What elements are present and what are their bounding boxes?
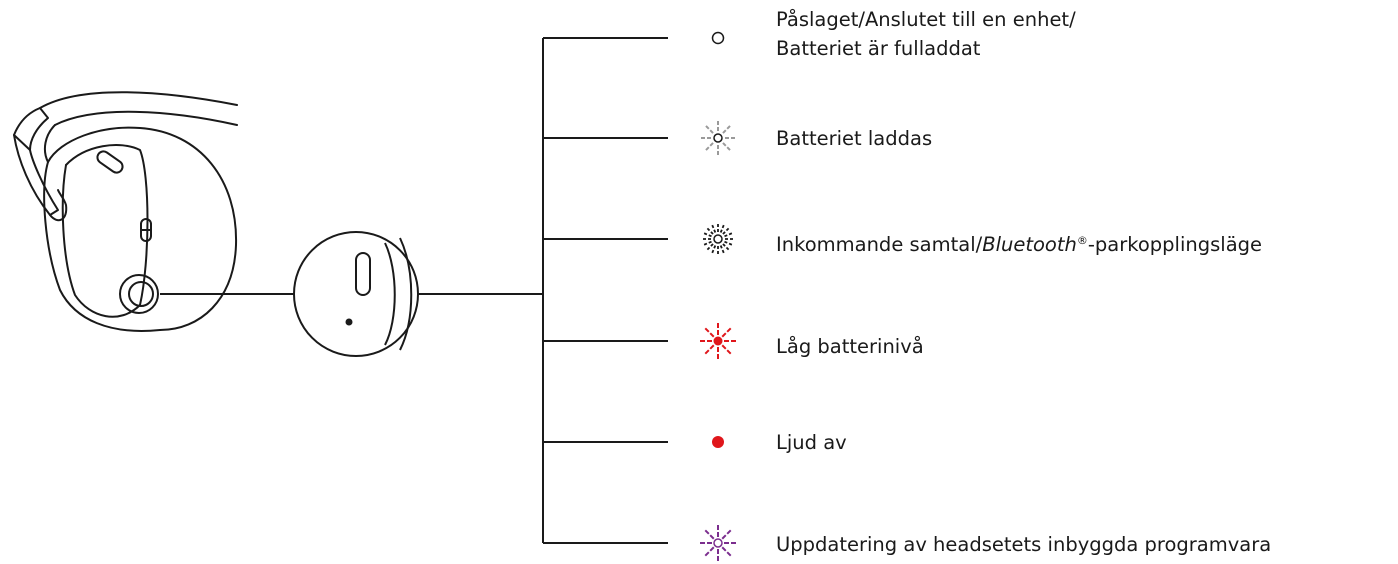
led-zoom-callout <box>160 231 543 357</box>
legend-label-on-line2: Batteriet är fulladdat <box>776 37 981 60</box>
led-solid-white-icon <box>711 31 725 45</box>
led-blink-red-icon <box>700 323 736 359</box>
legend-label-incoming-reg: ® <box>1076 234 1088 247</box>
led-solid-red-icon <box>712 436 724 448</box>
legend-label-on-line1: Påslaget/Anslutet till en enhet/ <box>776 8 1076 31</box>
legend-label-on: Påslaget/Anslutet till en enhet/ Batteri… <box>776 5 1076 63</box>
led-pulsing-white-icon <box>701 121 735 155</box>
legend-label-charging: Batteriet laddas <box>776 127 933 150</box>
led-blink-purple-icon <box>700 525 736 561</box>
legend-label-incoming-pre: Inkommande samtal/ <box>776 233 983 256</box>
legend-label-firmware: Uppdatering av headsetets inbyggda progr… <box>776 533 1272 556</box>
legend-label-low-battery: Låg batterinivå <box>776 335 924 358</box>
headset-illustration <box>13 91 238 332</box>
legend-label-incoming-post: -parkopplingsläge <box>1087 233 1263 256</box>
legend-label-mute: Ljud av <box>776 431 847 454</box>
led-fast-blink-white-icon <box>701 222 735 256</box>
legend-label-incoming: Inkommande samtal/Bluetooth®-parkoppling… <box>776 230 1262 262</box>
legend-label-incoming-brand: Bluetooth <box>982 233 1077 256</box>
connector-bracket <box>542 37 668 544</box>
